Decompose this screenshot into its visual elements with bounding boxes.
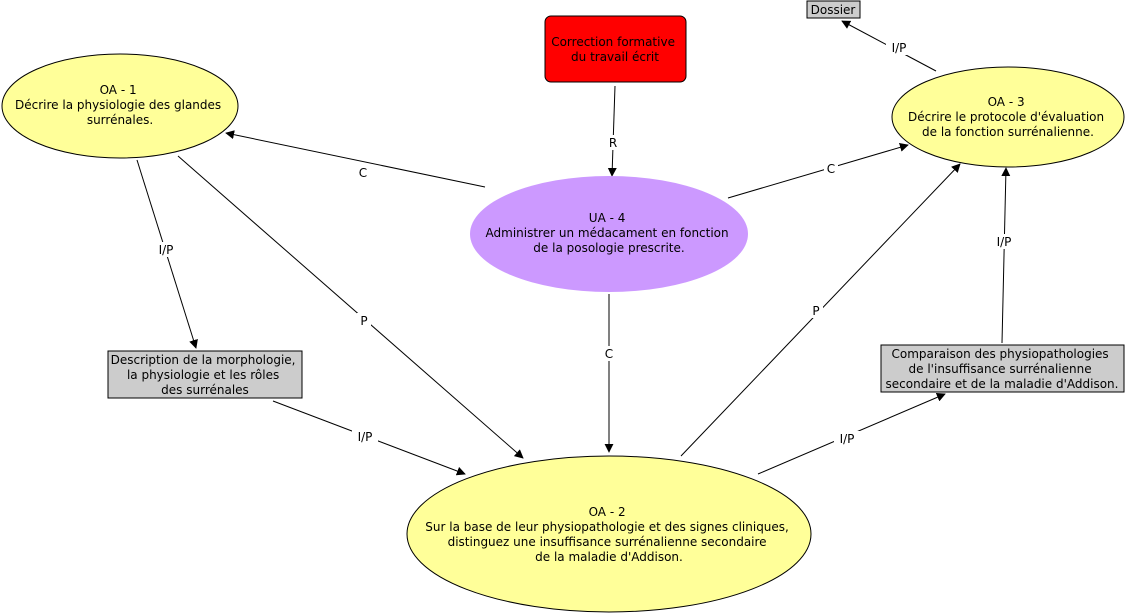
node-label: OA - 1 Décrire la physiologie des glande… [15,83,225,127]
edge-ua4-oa1: C [225,130,486,188]
edge-ua4-oa2: C [602,294,616,453]
edge-oa1-description: I/P [136,159,198,349]
edge-label: P [360,314,367,328]
node-comparaison[interactable]: Comparaison des physiopathologies de l'i… [880,344,1125,393]
node-label: Correction formative du travail écrit [551,35,679,64]
edge-oa2-comparaison: I/P [757,393,946,475]
edge-label: C [827,162,835,176]
node-dossier[interactable]: Dossier [806,0,861,19]
node-correction[interactable]: Correction formative du travail écrit [544,15,687,83]
node-label: OA - 3 Décrire le protocole d'évaluation… [908,95,1108,139]
edge-correction-ua4: R [606,85,620,177]
edge-label: I/P [159,243,174,257]
node-oa2[interactable]: OA - 2 Sur la base de leur physiopatholo… [406,455,812,613]
node-oa1[interactable]: OA - 1 Décrire la physiologie des glande… [1,53,239,159]
edge-label: I/P [997,235,1012,249]
edge-label: I/P [892,41,907,55]
edge-comparaison-oa3: I/P [991,167,1017,344]
edge-oa1-oa2: P [177,155,524,459]
node-oa3[interactable]: OA - 3 Décrire le protocole d'évaluation… [891,66,1125,168]
edge-oa2-oa3: P [680,163,961,457]
edge-description-oa2: I/P [272,400,466,476]
edge-oa3-dossier: I/P [841,20,937,72]
node-ua4[interactable]: UA - 4 Administrer un médacament en fonc… [470,176,748,292]
node-description[interactable]: Description de la morphologie, la physio… [107,350,303,399]
node-label: OA - 2 Sur la base de leur physiopatholo… [425,505,792,564]
node-label: UA - 4 Administrer un médacament en fonc… [486,211,733,255]
edge-label: C [605,347,613,361]
edge-label: R [609,136,617,150]
edge-label: C [359,166,367,180]
edge-label: I/P [358,430,373,444]
edge-label: I/P [840,432,855,446]
node-label: Dossier [811,3,856,17]
node-label: Description de la morphologie, la physio… [111,353,300,397]
edge-label: P [812,304,819,318]
edge-ua4-oa3: C [727,142,909,199]
node-label: Comparaison des physiopathologies de l'i… [886,347,1119,391]
